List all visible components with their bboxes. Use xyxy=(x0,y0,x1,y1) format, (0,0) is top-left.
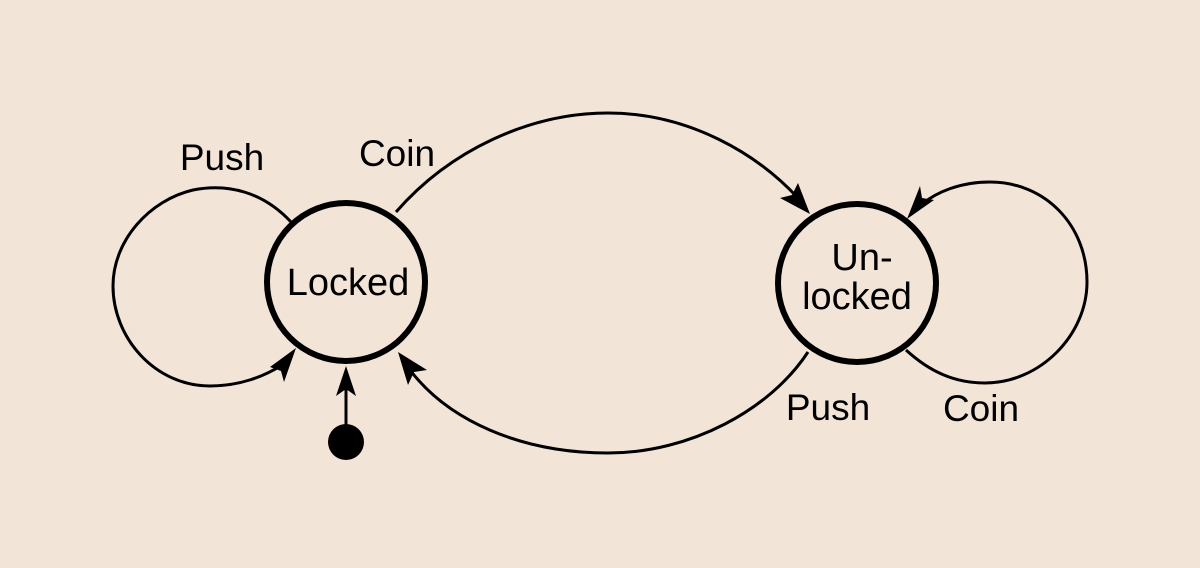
state-unlocked-circle xyxy=(775,201,939,365)
arrowhead-locked-self-loop xyxy=(270,348,296,382)
edge-locked-to-unlocked xyxy=(394,111,799,213)
label-unlocked-to-locked: Push xyxy=(786,387,870,428)
state-locked-circle xyxy=(264,200,428,364)
state-unlocked-label-line2: locked xyxy=(802,276,912,318)
label-unlocked-self-loop: Coin xyxy=(943,388,1019,429)
label-locked-self-loop: Push xyxy=(180,137,264,178)
edge-unlocked-self-loop xyxy=(904,180,1089,385)
edge-unlocked-to-locked xyxy=(408,351,810,455)
edge-locked-self-loop xyxy=(111,186,293,388)
state-unlocked-label-line1: Un- xyxy=(831,237,892,279)
state-locked-label: Locked xyxy=(287,262,410,304)
arrowhead-unlocked-to-locked xyxy=(398,352,427,385)
initial-state-dot xyxy=(328,424,364,460)
arrowhead-initial xyxy=(336,366,356,396)
arrowhead-locked-to-unlocked xyxy=(780,183,810,214)
arrowhead-unlocked-self-loop xyxy=(907,186,934,219)
label-locked-to-unlocked: Coin xyxy=(359,133,435,174)
